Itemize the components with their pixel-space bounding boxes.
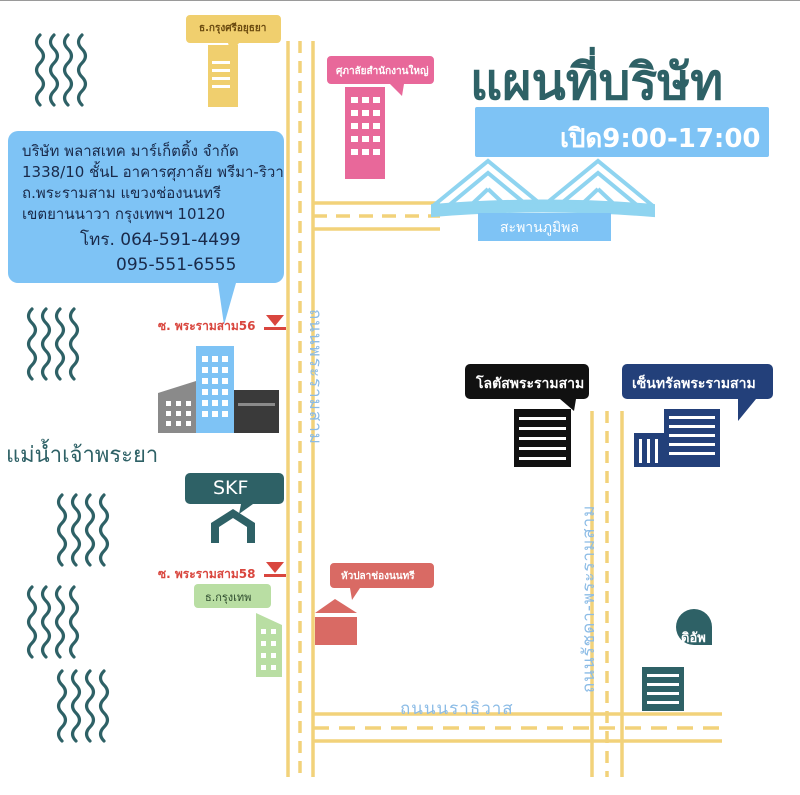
hua-pla-label: หัวปลาช่องนนทรี — [341, 571, 415, 582]
soi56-marker-icon — [264, 315, 286, 330]
krungthep-label: ธ.กรุงเทพ — [205, 591, 252, 604]
company-address-line-2: ถ.พระรามสาม แขวงช่องนนทรี — [22, 184, 222, 202]
hua-pla-building-icon — [315, 599, 357, 645]
river-label: แม่น้ำเจ้าพระยา — [6, 443, 159, 468]
krungsri-tag — [186, 15, 281, 53]
krungthep-tag — [194, 584, 271, 608]
rama3-road-label: ถนนพระรามสาม — [305, 309, 325, 446]
ditto-tag — [676, 609, 712, 645]
ditto-label: ดิอัพ — [681, 631, 706, 646]
company-phone-2: 095-551-6555 — [116, 255, 237, 275]
company-name: บริษัท พลาสเทค มาร์เก็ตติ้ง จำกัด — [22, 142, 239, 160]
central-label: เซ็นทรัลพระรามสาม — [632, 376, 756, 392]
company-phone-1: โทร. 064-591-4499 — [80, 230, 241, 250]
krungthep-building-icon — [256, 613, 282, 677]
skf-tag — [185, 473, 284, 514]
page-title: แผนที่บริษัท — [470, 53, 724, 111]
supalai-hq-label: ศุภาลัยสำนักงานใหญ่ — [336, 66, 429, 77]
hua-pla-tag — [330, 563, 434, 600]
bhumibol-bridge — [431, 158, 655, 218]
soi58-marker-icon — [264, 562, 286, 577]
supalai-hq-building-icon — [345, 87, 385, 179]
roads — [286, 41, 722, 777]
company-info-bubble — [8, 131, 284, 325]
opening-hours: เปิด9:00-17:00 — [560, 124, 761, 154]
lotus-building-icon — [514, 409, 571, 467]
bridge-label-box — [478, 213, 611, 241]
krungsri-label: ธ.กรุงศรีอยุธยา — [199, 23, 267, 34]
company-address-line-1: 1338/10 ชั้นL อาคารศุภาลัย พรีมา-ริวา — [22, 163, 284, 181]
central-building-icon — [634, 409, 720, 467]
lotus-label: โลตัสพระรามสาม — [476, 376, 585, 392]
company-address-line-3: เขตยานนาวา กรุงเทพฯ 10120 — [22, 205, 226, 223]
hours-box — [475, 107, 769, 157]
krungsri-building-icon — [208, 45, 238, 107]
supalai-hq-tag — [327, 56, 434, 96]
narathiwat-road-label: ถนนนราธิวาส — [400, 699, 514, 719]
lotus-tag — [465, 364, 589, 411]
company-building-icon — [158, 346, 279, 433]
soi56-label: ซ. พระรามสาม56 — [158, 319, 256, 333]
central-tag — [622, 364, 773, 421]
ditto-building-icon — [642, 667, 684, 711]
skf-label: SKF — [213, 477, 249, 499]
skf-house-icon — [211, 509, 255, 543]
bridge-label: สะพานภูมิพล — [500, 220, 579, 236]
ratchada-road-label: ถนนรัชดา-พระรามสาม — [579, 504, 599, 693]
soi58-label: ซ. พระรามสาม58 — [158, 567, 256, 581]
